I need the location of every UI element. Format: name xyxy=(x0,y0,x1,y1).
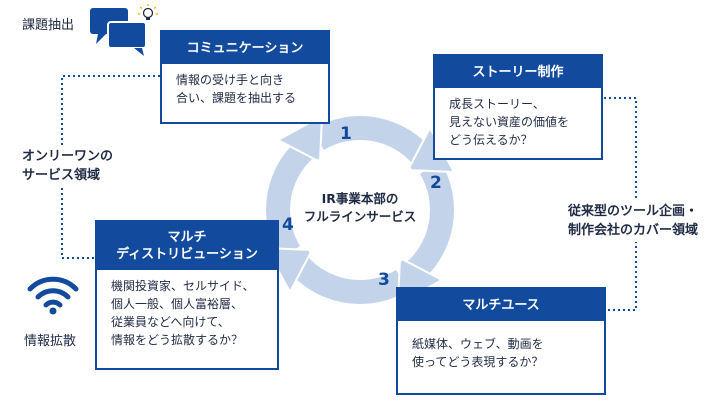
card-story-body: 成長ストーリー、 見えない資産の価値を どう伝えるか？ xyxy=(449,97,570,147)
right-coverage-note: 従来型のツール企画・ 制作会社のカバー領域 xyxy=(566,200,701,242)
card-multiuse-title: マルチユース xyxy=(398,289,604,321)
left-dotted-connector xyxy=(61,75,160,259)
lightbulb-icon xyxy=(138,4,158,20)
card-story: ストーリー制作 成長ストーリー、 見えない資産の価値を どう伝えるか？ xyxy=(433,54,603,160)
arrowhead-4 xyxy=(277,115,323,163)
card-distribution-title: マルチ ディストリビューション xyxy=(97,222,277,270)
card-communication-body: 情報の受け手と向き 合い、課題を抽出する xyxy=(176,73,297,105)
center-label: IR事業本部の フルラインサービス xyxy=(303,191,417,224)
step-number-3: 3 xyxy=(378,270,390,290)
step-number-4: 4 xyxy=(282,215,294,235)
card-multiuse-body: 紙媒体、ウェブ、動画を 使ってどう表現するか？ xyxy=(412,337,544,369)
chat-bubbles-icon xyxy=(90,4,158,56)
card-distribution: マルチ ディストリビューション 機関投資家、セルサイド、 個人一般、個人富裕層、… xyxy=(95,220,279,370)
info-diffusion-label: 情報拡散 xyxy=(24,334,77,349)
step-number-1: 1 xyxy=(340,124,352,144)
issue-extraction-label: 課題抽出 xyxy=(22,18,75,33)
card-communication-title: コミュニケーション xyxy=(162,32,328,64)
left-service-note: オンリーワンの サービス領域 xyxy=(20,145,116,187)
step-number-2: 2 xyxy=(430,173,442,193)
right-dotted-connector xyxy=(604,97,637,311)
card-communication: コミュニケーション 情報の受け手と向き 合い、課題を抽出する xyxy=(160,30,330,124)
card-multiuse: マルチユース 紙媒体、ウェブ、動画を 使ってどう表現するか？ xyxy=(396,287,606,395)
wifi-icon xyxy=(27,276,79,315)
card-distribution-body: 機関投資家、セルサイド、 個人一般、個人富裕層、 従業員などへ向けて、 情報をど… xyxy=(111,279,255,347)
card-story-title: ストーリー制作 xyxy=(435,56,601,88)
